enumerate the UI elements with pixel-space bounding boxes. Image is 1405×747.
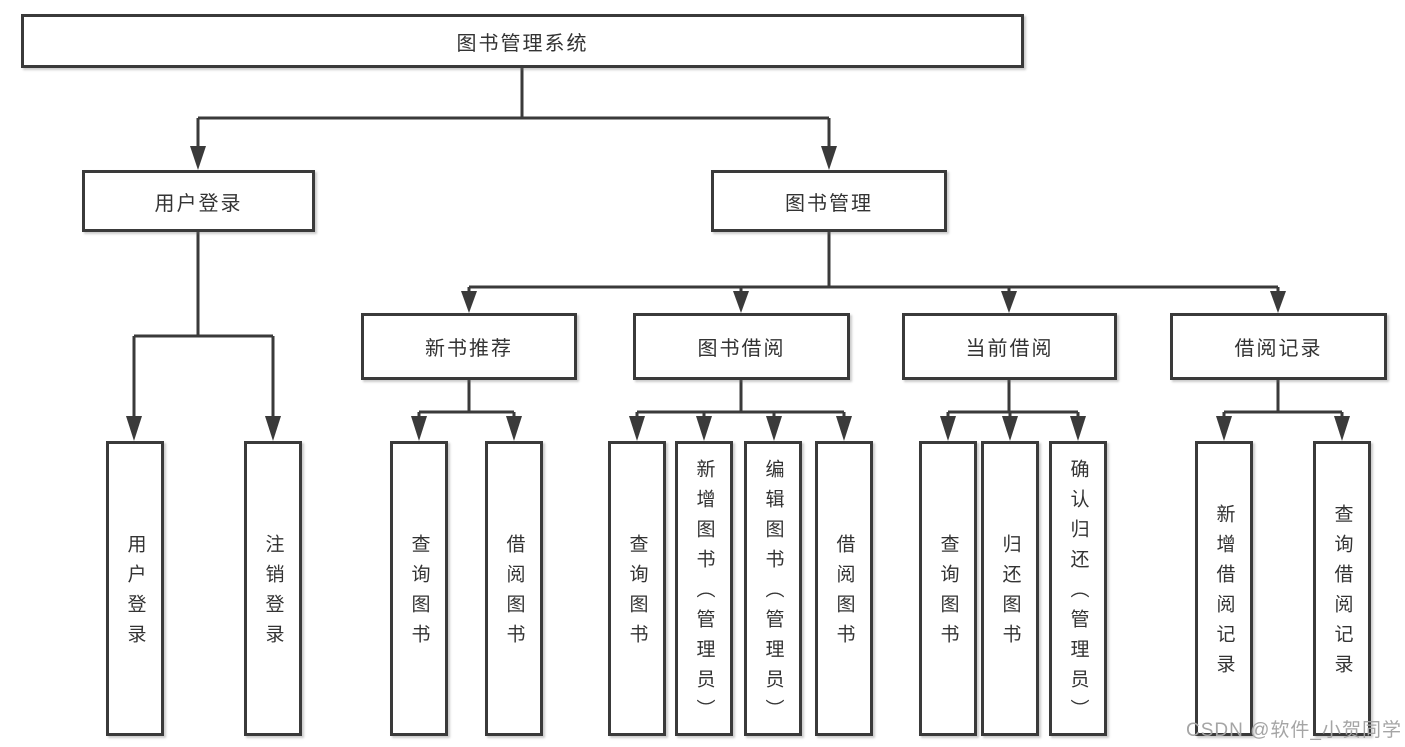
leaf-edit-books-admin: 编辑图书（管理员） xyxy=(744,441,802,736)
leaf-user-login: 用户登录 xyxy=(106,441,164,736)
leaf-edit-books-admin-label: 编辑图书（管理员） xyxy=(762,459,784,729)
leaf-recommend-borrow-books: 借阅图书 xyxy=(485,441,543,736)
leaf-return-books-label: 归还图书 xyxy=(999,534,1021,654)
node-book-borrow: 图书借阅 xyxy=(633,313,850,380)
csdn-watermark: CSDN @软件_小贺同学 xyxy=(1186,720,1402,741)
node-new-book-recommend: 新书推荐 xyxy=(361,313,577,380)
leaf-logout-label: 注销登录 xyxy=(262,534,284,654)
node-borrow-records-label: 借阅记录 xyxy=(1234,338,1323,360)
arrowhead-icons xyxy=(126,146,1350,441)
node-current-borrow-label: 当前借阅 xyxy=(965,338,1054,360)
leaf-add-borrow-record: 新增借阅记录 xyxy=(1195,441,1253,736)
node-root-label: 图书管理系统 xyxy=(456,32,589,55)
node-user-login: 用户登录 xyxy=(82,170,315,232)
leaf-user-login-label: 用户登录 xyxy=(124,534,146,654)
leaf-return-books: 归还图书 xyxy=(981,441,1039,736)
leaf-logout: 注销登录 xyxy=(244,441,302,736)
leaf-borrow-books: 借阅图书 xyxy=(815,441,873,736)
leaf-confirm-return-admin-label: 确认归还（管理员） xyxy=(1067,459,1089,729)
node-book-management: 图书管理 xyxy=(711,170,947,232)
leaf-borrow-query-books: 查询图书 xyxy=(608,441,666,736)
node-root: 图书管理系统 xyxy=(21,14,1024,68)
leaf-current-query-books: 查询图书 xyxy=(919,441,977,736)
node-current-borrow: 当前借阅 xyxy=(902,313,1117,380)
leaf-current-query-books-label: 查询图书 xyxy=(937,534,959,654)
leaf-add-borrow-record-label: 新增借阅记录 xyxy=(1213,504,1235,684)
leaf-recommend-query-books: 查询图书 xyxy=(390,441,448,736)
leaf-query-borrow-record-label: 查询借阅记录 xyxy=(1331,504,1353,684)
leaf-add-books-admin-label: 新增图书（管理员） xyxy=(693,459,715,729)
node-book-borrow-label: 图书借阅 xyxy=(697,338,786,360)
leaf-borrow-query-books-label: 查询图书 xyxy=(626,534,648,654)
leaf-recommend-query-books-label: 查询图书 xyxy=(408,534,430,654)
node-new-book-recommend-label: 新书推荐 xyxy=(425,338,513,360)
leaf-add-books-admin: 新增图书（管理员） xyxy=(675,441,733,736)
leaf-query-borrow-record: 查询借阅记录 xyxy=(1313,441,1371,736)
leaf-confirm-return-admin: 确认归还（管理员） xyxy=(1049,441,1107,736)
leaf-borrow-books-label: 借阅图书 xyxy=(833,534,855,654)
node-book-management-label: 图书管理 xyxy=(785,192,873,215)
leaf-recommend-borrow-books-label: 借阅图书 xyxy=(503,534,525,654)
node-user-login-label: 用户登录 xyxy=(154,192,243,215)
node-borrow-records: 借阅记录 xyxy=(1170,313,1387,380)
